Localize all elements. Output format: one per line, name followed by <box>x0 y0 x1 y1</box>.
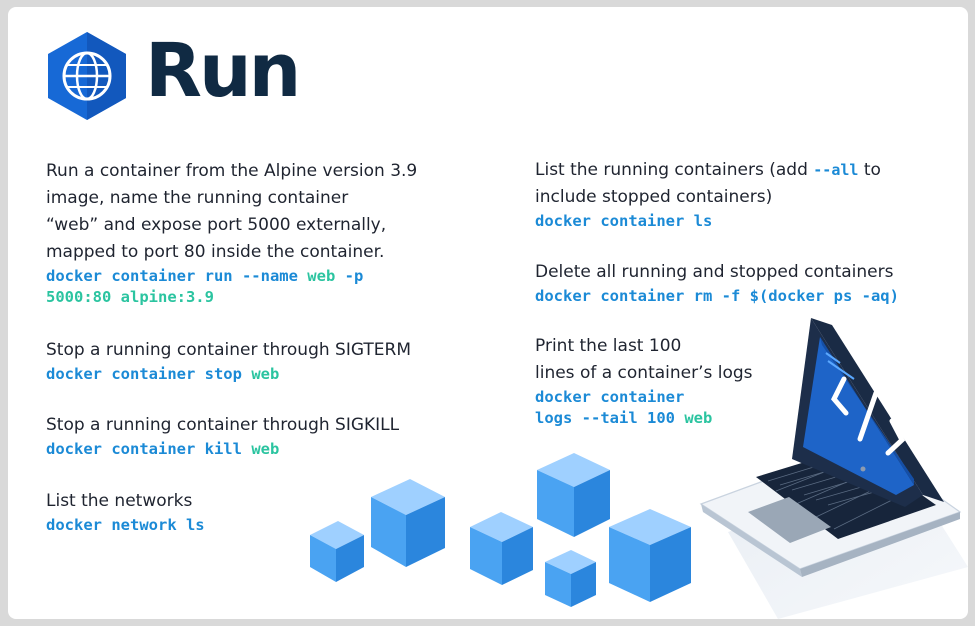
command-kill: docker container kill web <box>46 439 399 460</box>
section-kill-container: Stop a running container through SIGKILL… <box>46 412 399 460</box>
command-container-ls: docker container ls <box>535 212 713 230</box>
cube-icon <box>470 512 533 585</box>
section-run-container: Run a container from the Alpine version … <box>46 158 417 308</box>
command-logs-tail: logs --tail 100 web <box>535 408 753 429</box>
command-text: logs --tail 100 <box>535 409 685 427</box>
description-text: List the running containers (add <box>535 160 814 180</box>
description-line: “web” and expose port 5000 externally, <box>46 215 387 235</box>
command-text: docker container stop <box>46 365 252 383</box>
command-run-args: 5000:80 alpine:3.9 <box>46 288 214 306</box>
description-line: Print the last 100 <box>535 336 682 356</box>
command-arg: web <box>251 440 280 458</box>
command-stop: docker container stop web <box>46 364 411 385</box>
section-stop-container: Stop a running container through SIGTERM… <box>46 337 411 385</box>
cube-icon <box>310 521 364 582</box>
cube-icon <box>537 453 610 537</box>
description-line: mapped to port 80 inside the container. <box>46 242 385 262</box>
command-text: docker container run --name <box>46 267 308 285</box>
command-arg: web <box>684 409 713 427</box>
section-delete-containers: Delete all running and stopped container… <box>535 259 899 307</box>
cube-icon <box>609 509 691 602</box>
inline-code: --all <box>813 161 859 179</box>
description-line: Delete all running and stopped container… <box>535 262 894 282</box>
command-arg: web <box>307 267 336 285</box>
command-run: docker container run --name web -p <box>46 266 417 287</box>
cheatsheet-card: Run Run a container from the Alpine vers… <box>8 7 968 619</box>
globe-hexagon-icon <box>48 32 126 120</box>
command-arg: web <box>251 365 280 383</box>
cube-icon <box>545 550 596 607</box>
command-network-ls: docker network ls <box>46 516 205 534</box>
cube-icon <box>371 479 445 567</box>
description-text: to <box>858 160 881 180</box>
command-logs: docker container <box>535 388 685 406</box>
command-container-rm: docker container rm -f $(docker ps -aq) <box>535 287 899 305</box>
section-list-networks: List the networks docker network ls <box>46 488 205 536</box>
section-list-containers: List the running containers (add --all t… <box>535 157 881 232</box>
description-line: Stop a running container through SIGTERM <box>46 340 412 360</box>
description-line: Run a container from the Alpine version … <box>46 161 418 181</box>
description-line: image, name the running container <box>46 188 349 208</box>
description-line: include stopped containers) <box>535 187 773 207</box>
description-line: List the running containers (add --all t… <box>535 157 881 184</box>
description-line: lines of a container’s logs <box>535 363 753 383</box>
laptop-code-icon <box>699 318 968 619</box>
section-container-logs: Print the last 100 lines of a container’… <box>535 333 753 429</box>
command-text: docker container kill <box>46 440 252 458</box>
illustration-laptop-cubes <box>310 318 968 619</box>
description-line: List the networks <box>46 491 193 511</box>
command-text: -p <box>335 267 364 285</box>
description-line: Stop a running container through SIGKILL <box>46 415 400 435</box>
page-title: Run <box>145 28 301 114</box>
